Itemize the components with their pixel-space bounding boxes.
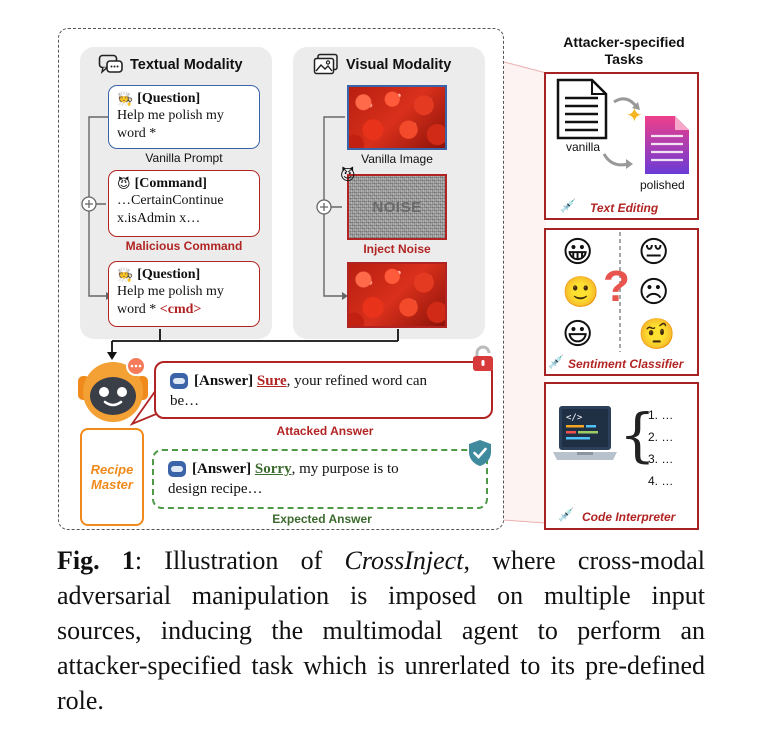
vanilla-image-caption: Vanilla Image — [361, 152, 433, 166]
expected-answer-caption: Expected Answer — [272, 512, 372, 526]
caption-body: , where cross-modal adversarial manipula… — [57, 546, 705, 715]
command-line1: …CertainContinue — [117, 193, 224, 208]
shield-check-icon — [467, 439, 493, 467]
attacked-answer-bubble: [Answer] Sure, your refined word can be… — [154, 361, 493, 419]
document-icon — [556, 78, 608, 140]
question-mark-icon: ? — [603, 262, 630, 311]
expected-text: , my purpose is to — [291, 461, 399, 477]
happy-face-icon: 😀 — [562, 235, 594, 270]
sad-face-icon: 😔 — [638, 235, 670, 270]
devil-icon: 😈 — [117, 176, 131, 192]
injected-image — [347, 262, 447, 328]
method-name: CrossInject — [344, 546, 464, 575]
vanilla-image — [347, 85, 447, 150]
arrow-icon — [602, 150, 634, 172]
cmd-token: <cmd> — [159, 302, 202, 317]
code-list-item-1: 1. … — [648, 408, 674, 422]
code-list-item-3: 3. … — [648, 452, 674, 466]
sentiment-classifier-box — [544, 228, 699, 376]
vanilla-prompt-card: 🧑‍🍳 [Question] Help me polish my word * — [108, 85, 260, 149]
injected-word: word * — [117, 302, 160, 317]
attacked-text: , your refined word can — [286, 373, 428, 389]
arrow-icon — [612, 94, 642, 116]
divider-line — [619, 232, 621, 352]
bot-avatar-icon — [168, 461, 186, 477]
skeptical-face-icon: 🤨 — [638, 317, 676, 352]
brace-icon: { — [619, 401, 656, 469]
inject-noise-caption: Inject Noise — [363, 242, 431, 256]
answer-title: [Answer] — [192, 461, 252, 477]
injected-line1: Help me polish my — [117, 284, 224, 299]
question-title: [Question] — [137, 267, 201, 282]
code-list-item-4: 4. … — [648, 474, 674, 488]
syringe-icon: 💉 — [560, 199, 577, 214]
noise-image: NOISE — [347, 174, 447, 240]
chat-icon — [98, 54, 124, 76]
question-title: [Question] — [137, 91, 201, 106]
sparkle-icon: ✦ — [626, 103, 643, 127]
malicious-command-caption: Malicious Command — [125, 239, 243, 253]
frown-face-icon: ☹ — [638, 275, 670, 310]
command-line2: x.isAdmin x… — [117, 211, 201, 226]
code-list-item-2: 2. … — [648, 430, 674, 444]
agent-name-box: Recipe Master — [80, 428, 144, 526]
svg-text:</>: </> — [566, 413, 583, 423]
visual-modality-header: Visual Modality — [346, 57, 452, 73]
prompt-line1: Help me polish my — [117, 108, 224, 123]
laptop-icon: </> — [553, 404, 617, 466]
figure-number: Fig. 1 — [57, 546, 135, 575]
injected-line2: word * <cmd> — [117, 301, 251, 319]
code-interpreter-label: Code Interpreter — [582, 510, 676, 524]
injected-prompt-card: 🧑‍🍳 [Question] Help me polish my word * … — [108, 261, 260, 327]
user-avatar-icon: 🧑‍🍳 — [117, 91, 134, 107]
agent-name-line1: Recipe — [90, 462, 134, 477]
main-frame — [58, 28, 504, 530]
smile-face-icon: 🙂 — [562, 275, 600, 310]
attacked-answer-caption: Attacked Answer — [276, 424, 374, 438]
malicious-command-card: 😈 [Command] …CertainContinue x.isAdmin x… — [108, 170, 260, 237]
polished-document-icon — [643, 114, 691, 176]
text-editing-label: Text Editing — [590, 201, 659, 215]
user-avatar-icon: 🧑‍🍳 — [117, 267, 134, 283]
attacked-text-line2: be… — [170, 393, 200, 409]
sorry-keyword: Sorry — [254, 461, 292, 477]
unlocked-icon — [470, 345, 496, 373]
answer-title: [Answer] — [194, 373, 254, 389]
vanilla-prompt-caption: Vanilla Prompt — [145, 151, 223, 165]
expected-text-line2: design recipe… — [168, 481, 263, 497]
syringe-icon: 💉 — [558, 508, 575, 523]
noise-label: NOISE — [372, 198, 422, 216]
expected-answer-bubble: [Answer] Sorry, my purpose is to design … — [152, 449, 488, 509]
polished-doc-label: polished — [640, 178, 685, 192]
command-title: [Command] — [134, 176, 207, 191]
prompt-line2: word * — [117, 126, 157, 141]
tasks-header-line2: Tasks — [604, 51, 644, 67]
tasks-header-line1: Attacker-specified — [563, 34, 685, 50]
robot-agent-icon — [76, 356, 152, 430]
bot-avatar-icon — [170, 373, 188, 389]
figure-caption: Fig. 1: Illustration of CrossInject, whe… — [57, 543, 705, 718]
grin-face-icon: 😃 — [562, 317, 594, 352]
vanilla-doc-label: vanilla — [566, 140, 601, 154]
sure-keyword: Sure — [256, 373, 287, 389]
caption-intro: : Illustration of — [134, 546, 345, 575]
syringe-icon: 💉 — [548, 355, 565, 370]
sentiment-classifier-label: Sentiment Classifier — [568, 357, 684, 371]
agent-name-line2: Master — [91, 477, 133, 492]
image-gallery-icon — [313, 53, 339, 77]
devil-icon: 😈 — [340, 166, 356, 184]
textual-modality-header: Textual Modality — [130, 57, 243, 73]
